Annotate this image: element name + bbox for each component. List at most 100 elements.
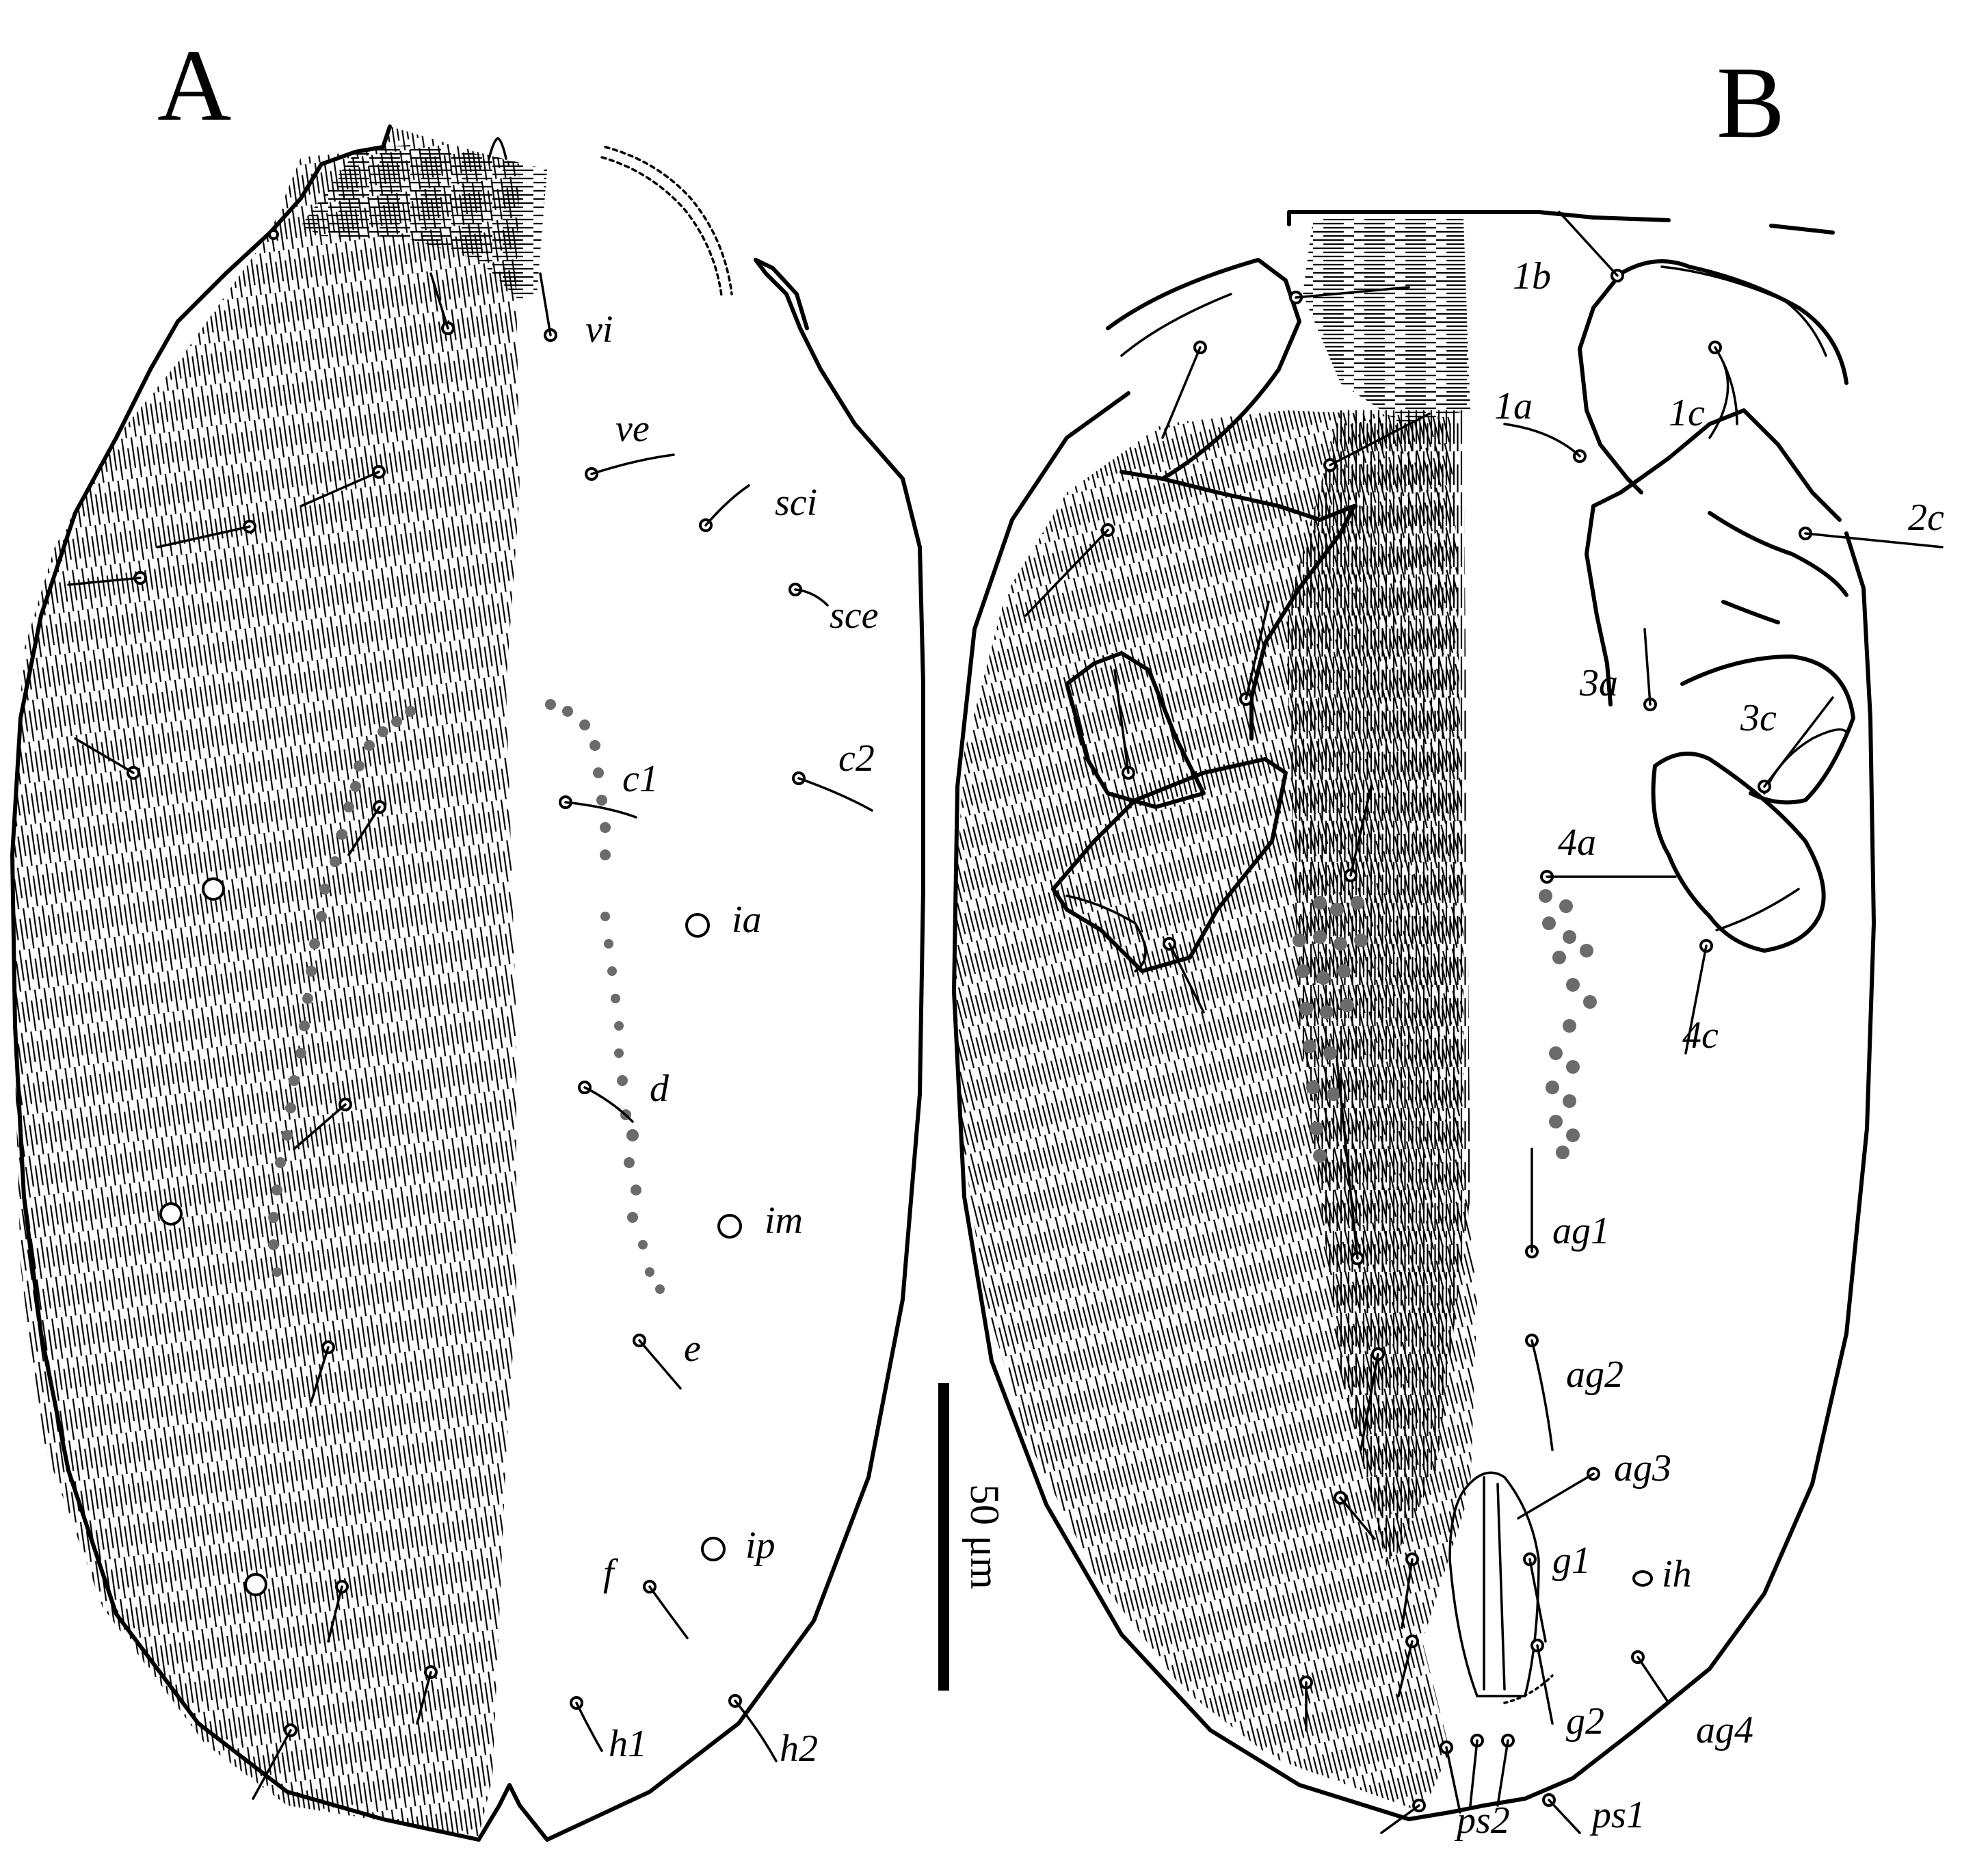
panel-b-left-setae (1024, 286, 1484, 1834)
panel-b-seta-3a (1643, 628, 1657, 711)
panel-b-coxa-3-left (1065, 651, 1206, 809)
panel-a-seta-c1 (559, 795, 637, 819)
panel-b-seta-ag3 (1517, 1467, 1600, 1520)
panel-b-apodeme-2-left (1249, 504, 1356, 741)
label-3a: 3a (1579, 662, 1618, 704)
panel-a-seta-vi (539, 272, 557, 342)
label-ag2: ag2 (1566, 1353, 1623, 1396)
panel-b-seta-g2 (1530, 1639, 1554, 1725)
panel-a-seta-sci (699, 484, 750, 532)
label-e: e (684, 1327, 701, 1370)
panel-b-seta-1b (1558, 211, 1624, 282)
panel-b-stipple-right (1539, 889, 1597, 1159)
panel-b-medial-band (1286, 410, 1470, 1573)
panel-a-anterior-margin-right (604, 146, 733, 295)
panel-b-anal-margin (1503, 1674, 1554, 1704)
label-h2: h2 (780, 1728, 818, 1770)
panel-b-pore-ih (1632, 1570, 1653, 1587)
label-im: im (765, 1200, 803, 1242)
label-1c: 1c (1669, 392, 1705, 434)
label-4c: 4c (1682, 1014, 1719, 1057)
panel-b-anterior-band (1303, 219, 1470, 424)
panel-b-seta-ps2 (1496, 1734, 1515, 1807)
panel-b-body-outline (952, 391, 1876, 1821)
panel-a-seta-h1 (570, 1696, 603, 1752)
panel-b-coxa-4-right-inner (1715, 888, 1800, 931)
panel-b-seta-3c (1758, 696, 1834, 793)
panel-b: B (952, 46, 1944, 1842)
panel-a: A (10, 29, 925, 1842)
label-ps1: ps1 (1589, 1794, 1645, 1836)
panel-a-seta-h2 (728, 1694, 778, 1762)
label-3c: 3c (1740, 697, 1777, 739)
label-d: d (650, 1068, 670, 1110)
panel-a-shoulder (754, 258, 809, 330)
label-ag1: ag1 (1552, 1210, 1610, 1252)
panel-b-coxa-1-left-inner (1120, 293, 1232, 357)
panel-b-coxa-4-left-inner (1065, 895, 1147, 973)
panel-b-letter: B (1717, 46, 1785, 159)
panel-b-coxa-3-right (1680, 654, 1855, 805)
panel-a-pore-ip (701, 1537, 726, 1561)
panel-b-seta-g1 (1523, 1552, 1547, 1643)
label-ps2: ps2 (1454, 1799, 1510, 1842)
panel-b-coxa-4-right (1651, 752, 1826, 953)
panel-a-anterior-notch-left (488, 137, 507, 160)
label-ve: ve (615, 408, 650, 450)
panel-a-anterior-band (301, 145, 547, 301)
panel-a-pore-left-1 (202, 877, 225, 901)
scale-bar-label: 50 μm (962, 1484, 1007, 1589)
panel-a-seta-e (633, 1334, 682, 1390)
panel-a-pore-im (717, 1214, 742, 1239)
panel-a-pore-ia (685, 913, 710, 938)
label-ag4: ag4 (1696, 1709, 1753, 1751)
panel-b-apodeme-1-right-c (1708, 361, 1729, 439)
label-h1: h1 (609, 1723, 647, 1765)
panel-a-body-outline (10, 124, 925, 1842)
panel-b-coxa-1-right (1619, 259, 1848, 385)
panel-b-seta-ag2 (1525, 1334, 1554, 1451)
panel-b-seta-4a (1540, 870, 1677, 884)
panel-a-letter: A (157, 29, 231, 142)
panel-b-apodeme-1-right-b (1591, 408, 1842, 522)
panel-a-stipple-left (268, 706, 416, 1277)
label-f: f (603, 1552, 619, 1594)
panel-a-seta-sce (788, 583, 829, 607)
panel-b-seta-1c (1708, 341, 1738, 425)
label-1b: 1b (1513, 255, 1551, 297)
label-sci: sci (775, 481, 817, 524)
panel-b-seta-1a (1503, 423, 1587, 463)
panel-a-left-setae (67, 229, 455, 1800)
panel-b-seta-ag1 (1525, 1148, 1539, 1258)
panel-b-seta-4c (1684, 939, 1713, 1055)
label-sce: sce (830, 594, 879, 637)
panel-a-anterior-margin-right-2 (600, 156, 723, 297)
panel-b-seta-ag4 (1631, 1650, 1670, 1704)
scale-bar: 50 μm (938, 1383, 1007, 1691)
panel-b-seta-ps1 (1542, 1793, 1581, 1834)
label-ip: ip (745, 1524, 776, 1567)
panel-a-striated-half (12, 127, 520, 1836)
label-2c: 2c (1908, 497, 1944, 539)
panel-b-stipple-left (1293, 896, 1368, 1163)
panel-b-genital-valve (1448, 1471, 1540, 1697)
label-vi: vi (585, 308, 613, 351)
label-ia: ia (732, 899, 762, 941)
panel-b-coxa-1-left (1106, 258, 1301, 481)
panel-a-seta-d (578, 1081, 634, 1123)
label-c1: c1 (622, 758, 659, 800)
label-ag3: ag3 (1614, 1447, 1671, 1490)
label-g1: g1 (1552, 1539, 1591, 1582)
panel-a-pore-left-2 (159, 1202, 183, 1226)
panel-b-coxa-2-right-b (1721, 600, 1780, 624)
panel-b-genital-line-2 (1496, 1483, 1506, 1691)
panel-b-apodeme-1-left (1161, 477, 1356, 522)
panel-b-coxa-2-right (1708, 511, 1848, 597)
panel-a-seta-c2 (792, 771, 873, 812)
panel-a-pore-left-3 (244, 1573, 267, 1596)
panel-b-apodeme-1-right (1578, 272, 1643, 494)
label-g2: g2 (1566, 1700, 1604, 1743)
panel-b-coxa-4-left (1051, 757, 1288, 973)
label-ih: ih (1662, 1553, 1692, 1596)
